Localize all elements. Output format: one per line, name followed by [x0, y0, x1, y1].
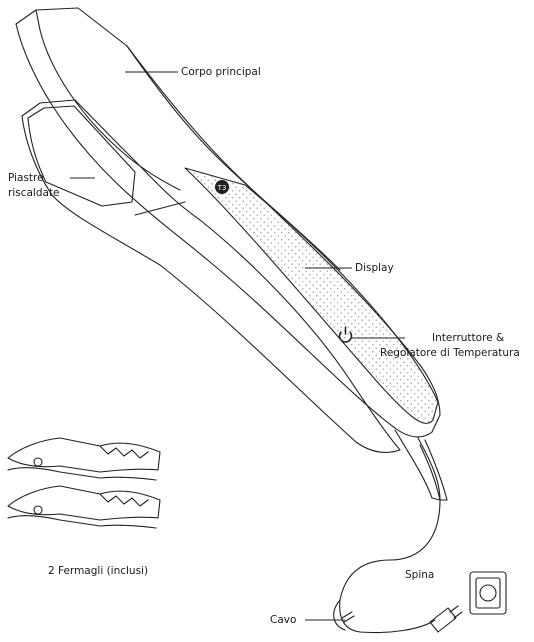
handle-tail [395, 430, 440, 500]
plate-gap-line [135, 202, 185, 215]
upper-arm-inner-edge [36, 10, 180, 190]
display-texture [180, 160, 450, 440]
cord [340, 500, 440, 633]
label-display: Display [355, 261, 394, 275]
wall-socket-face [480, 585, 496, 601]
label-corpo-principal: Corpo principal [181, 65, 261, 79]
hair-clip-1 [8, 438, 160, 480]
cord-tie [342, 612, 354, 622]
upper-arm-bevel [127, 46, 340, 270]
label-fermagli: 2 Fermagli (inclusi) [48, 564, 148, 578]
brand-logo-text: T3 [217, 184, 227, 192]
brand-logo: T3 [215, 180, 229, 194]
label-spina: Spina [405, 568, 434, 582]
hair-clip-2 [8, 486, 160, 528]
label-piastre-line1: Piastre [8, 171, 44, 185]
label-interruttore-line1: Interruttore & [432, 331, 504, 345]
plug-body [430, 608, 456, 632]
plug-prong-2 [454, 612, 462, 618]
label-piastre-line2: riscaldate [8, 186, 60, 200]
label-interruttore-line2: Regolatore di Temperatura [380, 346, 520, 360]
label-cavo: Cavo [270, 613, 296, 627]
plug-prong-1 [450, 606, 458, 612]
